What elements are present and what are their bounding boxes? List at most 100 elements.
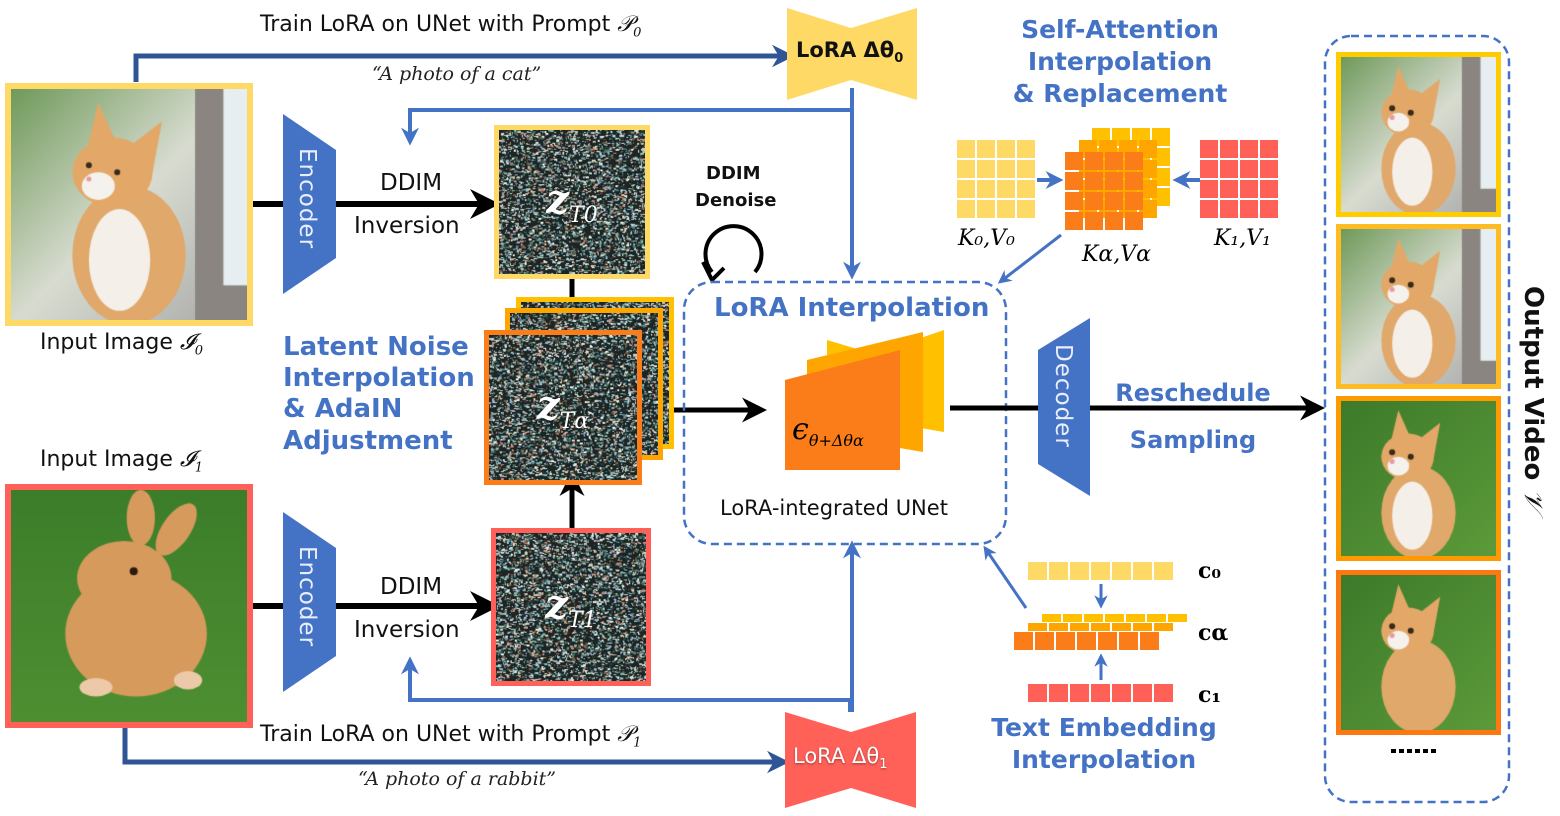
output-video-box (1323, 34, 1511, 804)
ca-front-token (1014, 632, 1033, 650)
c0-token (1133, 562, 1152, 580)
input-image-1-subscript: 1 (194, 460, 204, 476)
encoder-0-shape (283, 114, 336, 294)
output-frame (1336, 224, 1501, 389)
lora-1-label-text: LoRA Δθ (793, 744, 880, 768)
lora-interpolation-title: LoRA Interpolation (714, 293, 990, 323)
k0-cell (957, 160, 975, 178)
latent-title-line3: & AdaIN (283, 394, 403, 425)
encoder-1-label: Encoder (294, 546, 320, 648)
unet-epsilon: ϵ (792, 412, 809, 447)
ca-front-token (1140, 632, 1159, 650)
ddim-denoise-loop-icon (701, 224, 764, 284)
ca-back2-token (1042, 614, 1061, 622)
ca-front-token (1035, 632, 1054, 650)
prompt-0-text: “A photo of a cat” (372, 63, 542, 85)
c1-token (1154, 684, 1173, 702)
ca-back1-token (1028, 623, 1047, 631)
k0-cell (997, 140, 1015, 158)
output-frame-image (1341, 401, 1496, 556)
prompt-1-text: “A photo of a rabbit” (358, 768, 557, 790)
output-title-text: Output Video (1518, 286, 1548, 481)
c0-token (1049, 562, 1068, 580)
latent-z0-label: zT0 (499, 176, 645, 228)
k1-cell (1200, 200, 1218, 218)
latent-z1-label: zT1 (496, 581, 646, 633)
output-frame (1336, 570, 1501, 735)
unet-caption: LoRA-integrated UNet (720, 496, 948, 520)
latent-title-line1: Latent Noise (283, 332, 469, 362)
latent-title-line4: Adjustment (283, 425, 453, 456)
latent-interpolation-title: Latent Noise Interpolation & AdaIN Adjus… (283, 332, 475, 457)
lora-0-label-text: LoRA Δθ (796, 38, 895, 62)
c1-token (1091, 684, 1110, 702)
attention-to-unet-arrow (997, 233, 1062, 284)
k0-cell (957, 140, 975, 158)
unet-epsilon-label: ϵθ+Δθα (792, 412, 864, 450)
k1-v1-label: K₁,V₁ (1214, 226, 1271, 251)
reschedule-line1: Reschedule (1115, 379, 1271, 407)
c0-token (1112, 562, 1131, 580)
more-frames-ellipsis (1391, 749, 1436, 753)
train-lora-1-arrow (122, 728, 790, 774)
k1-cell (1240, 160, 1258, 178)
k1-cell (1200, 180, 1218, 198)
train-lora-0-text: Train LoRA on UNet with Prompt (260, 12, 611, 37)
ka-front-cell (1105, 212, 1123, 230)
k0-cell (957, 180, 975, 198)
k1-cell (1260, 160, 1278, 178)
output-video-symbol: 𝒱 (1518, 489, 1548, 512)
k0-v0-grid (957, 140, 1035, 218)
train-lora-0-label: Train LoRA on UNet with Prompt 𝒫0 (260, 12, 641, 40)
ka-front-cell (1105, 172, 1123, 190)
te-title-line1: Text Embedding (991, 713, 1217, 742)
ca-back1-token (1133, 623, 1152, 631)
latent-title-line2: Interpolation (283, 363, 475, 394)
prompt-0-subscript: 0 (633, 25, 642, 41)
ka-va-label: Kα,Vα (1082, 242, 1152, 267)
input-image-0-label-text: Input Image (40, 330, 173, 355)
ka-front-cell (1065, 192, 1083, 210)
k1-cell (1260, 200, 1278, 218)
ka-front-cell (1065, 212, 1083, 230)
ka-back1-cell (1139, 200, 1157, 218)
k0-cell (1017, 140, 1035, 158)
k1-cell (1260, 140, 1278, 158)
latent-za-label: zTα (489, 382, 637, 434)
lora-1-shape (785, 712, 916, 808)
k1-cell (1240, 180, 1258, 198)
c0-token (1154, 562, 1173, 580)
latent-z0: zT0 (494, 125, 650, 279)
input-image-0-label: Input Image 𝓘0 (40, 330, 203, 358)
z1-main: z (545, 581, 569, 628)
decoder-shape (1038, 318, 1090, 496)
k0-cell (957, 200, 975, 218)
k0-v0-label: K₀,V₀ (958, 226, 1015, 251)
te-title-line2: Interpolation (1011, 744, 1197, 774)
output-frame-image (1341, 229, 1496, 384)
ddim-denoise-line2: Denoise (695, 190, 777, 211)
ka-front-cell (1105, 192, 1123, 210)
lora-0-shape (787, 8, 917, 100)
k1-cell (1220, 180, 1238, 198)
ka-front-cell (1125, 172, 1143, 190)
c1-token (1028, 684, 1047, 702)
ellipsis-dot (1391, 749, 1396, 753)
ca-back2-token (1168, 614, 1187, 622)
ka-front-cell (1125, 192, 1143, 210)
prompt-1-symbol: 𝒫 (617, 722, 634, 747)
c0-label: c₀ (1198, 558, 1222, 584)
ca-front-token (1077, 632, 1096, 650)
k0-cell (1017, 180, 1035, 198)
k1-cell (1220, 160, 1238, 178)
k0-cell (977, 160, 995, 178)
input-image-1-rabbit (5, 484, 253, 728)
c1-token (1070, 684, 1089, 702)
k0-cell (977, 180, 995, 198)
c1-token (1133, 684, 1152, 702)
k1-cell (1200, 160, 1218, 178)
ellipsis-dot (1415, 749, 1420, 753)
ka-back1-cell (1139, 140, 1157, 158)
ka-front-cell (1085, 152, 1103, 170)
input-image-0-subscript: 0 (194, 343, 204, 359)
